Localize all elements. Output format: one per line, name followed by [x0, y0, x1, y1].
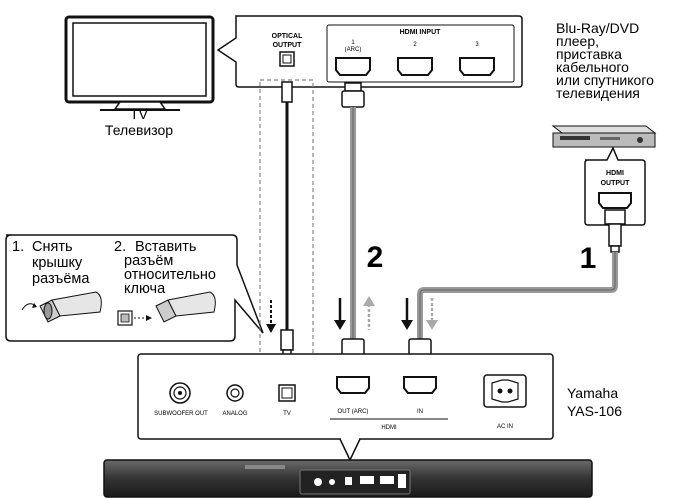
analog-label: ANALOG — [222, 411, 247, 417]
hdmi-arc-cable — [341, 82, 365, 370]
player-label-line5: или спутникого — [556, 72, 654, 88]
soundbar-label-line2: YAS-106 — [567, 403, 622, 419]
player-device-icon — [551, 125, 657, 148]
analog-jack-icon — [226, 384, 244, 402]
cable-number-1: 1 — [580, 242, 597, 275]
step2-line4: ключа — [124, 281, 166, 297]
step2-line1: Вставить — [135, 239, 196, 255]
hdmi-input-label: HDMI INPUT — [400, 29, 442, 36]
tv-connector-panel — [216, 15, 523, 88]
hdmi-port-icon — [397, 57, 433, 76]
optical-cable — [280, 81, 294, 363]
step2-number: 2. — [114, 239, 126, 255]
cable-number-2: 2 — [367, 241, 384, 274]
player-label-line2: плеер, — [556, 33, 599, 49]
hdmi-port-icon — [336, 376, 370, 394]
hdmi-group-label: HDMI — [381, 425, 397, 431]
player-label-line3: приставка — [556, 46, 622, 62]
tv-label-ru: Телевизор — [105, 122, 173, 138]
down-arrow-icon — [426, 298, 438, 330]
insert-plug-illustration — [117, 291, 216, 326]
soundbar-body — [103, 459, 593, 498]
tv-port-2-number: 2 — [413, 42, 417, 48]
tv-label-en: TV — [130, 106, 149, 122]
tv-port-label: TV — [283, 411, 291, 417]
player-label-line6: телевидения — [556, 85, 640, 101]
optical-label-line1: OPTICAL — [272, 33, 303, 40]
player-hdmi-label-line1: HDMI — [606, 170, 624, 177]
player-label-line4: кабельного — [556, 59, 629, 75]
step1-number: 1. — [12, 239, 24, 255]
optical-label-line2: OUTPUT — [273, 42, 303, 49]
step1-line3: разъёма — [32, 271, 90, 287]
in-label: IN — [417, 409, 423, 415]
tv-port-1-note: (ARC) — [345, 47, 362, 53]
player-label-line1: Blu-Ray/DVD — [556, 20, 639, 36]
subwoofer-label: SUBWOOFER OUT — [154, 411, 208, 417]
down-arrow-icon — [401, 298, 413, 330]
optical-port-icon — [278, 384, 296, 402]
step2-line2: разъём — [124, 253, 173, 269]
step2-line3: относительно — [124, 267, 216, 283]
optical-port-icon — [279, 51, 295, 67]
remove-cap-illustration — [21, 291, 102, 323]
up-arrow-icon — [363, 296, 375, 330]
tv-port-1-number: 1 — [351, 40, 355, 46]
step1-line1: Снять — [32, 239, 73, 255]
hdmi-port-icon — [598, 192, 632, 209]
subwoofer-jack-icon — [169, 382, 191, 404]
ac-in-label: AC IN — [497, 424, 513, 430]
step1-line2: крышку — [32, 255, 83, 271]
down-arrow-icon — [334, 298, 346, 330]
insert-arrow-icon — [266, 300, 276, 333]
out-arc-label: OUT (ARC) — [338, 409, 369, 415]
hdmi-port-icon — [459, 57, 495, 76]
ac-power-socket-icon — [483, 374, 527, 408]
player-hdmi-label-line2: OUTPUT — [601, 180, 631, 187]
tv-port-3-number: 3 — [475, 42, 479, 48]
soundbar-label-line1: Yamaha — [567, 385, 618, 401]
hdmi-port-icon — [335, 57, 371, 76]
tv-illustration — [64, 15, 215, 111]
hdmi-port-icon — [403, 376, 437, 394]
hdmi-plug-icon — [604, 209, 626, 253]
